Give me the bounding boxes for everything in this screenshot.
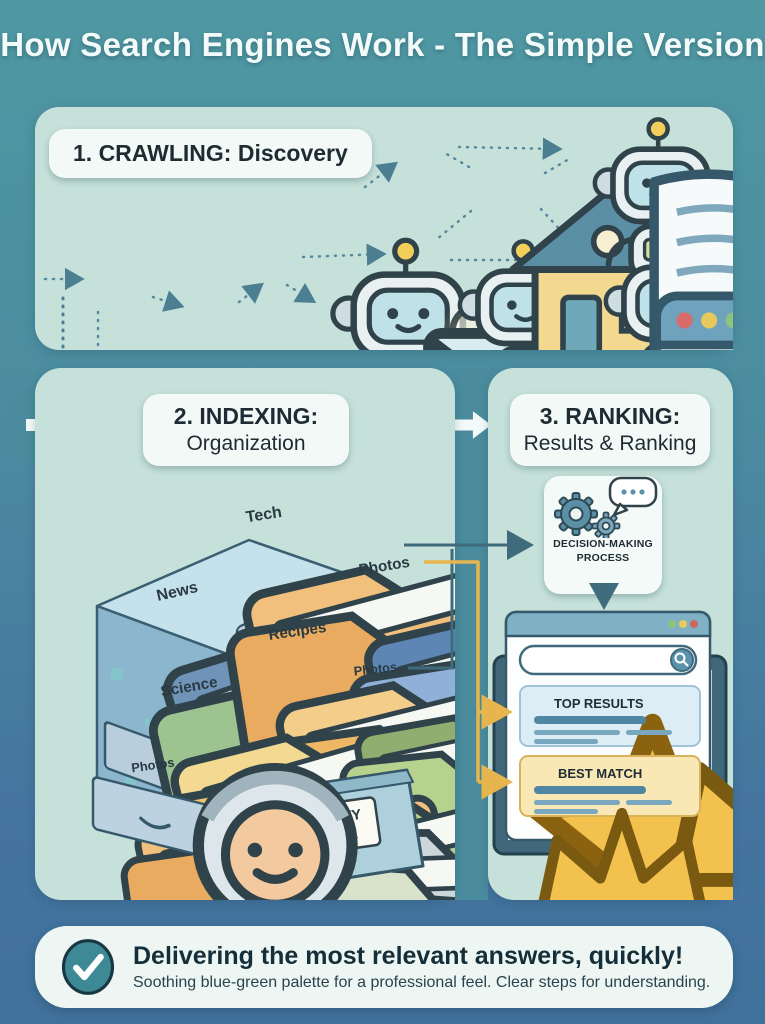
results-monitor: TOP RESULTS BEST MATCH [492, 610, 733, 900]
small-gear-icon [591, 511, 621, 538]
search-button-icon[interactable] [670, 648, 694, 672]
decision-label-line1: DECISION-MAKING [553, 538, 653, 550]
indexing-header-line2: Organization [186, 431, 306, 455]
window-dot-yellow [679, 620, 687, 628]
indexing-panel: QUALITY CHECK News Tech Photos Recipes S… [35, 368, 455, 900]
webpage-icon [655, 294, 733, 350]
top-results-card: TOP RESULTS [519, 685, 733, 900]
browser-window: TOP RESULTS BEST MATCH [504, 610, 733, 900]
search-bar[interactable] [518, 644, 698, 676]
indexing-illustration: QUALITY CHECK News Tech Photos Recipes S… [91, 504, 455, 900]
indexing-header-line1: 2. INDEXING: [173, 403, 319, 429]
check-icon [61, 939, 115, 995]
folder-label-photos: Photos [130, 754, 175, 775]
decision-box: DECISION-MAKING PROCESS [544, 476, 662, 594]
decision-label-line2: PROCESS [576, 551, 630, 564]
folder-label-tech: Tech [245, 504, 283, 526]
folder-label-photos: Photos [353, 659, 398, 678]
crawling-panel: 1. CRAWLING: Discovery [35, 107, 733, 350]
ranking-header-line2: Results & Ranking [523, 431, 697, 455]
gears-icon [554, 492, 598, 536]
arrow-right-icon [452, 411, 492, 439]
footer-title: Delivering the most relevant answers, qu… [133, 941, 684, 970]
window-dot-red [690, 620, 698, 628]
folder-label-photos: Photos [358, 554, 411, 579]
best-match-card: BEST MATCH [519, 755, 704, 900]
footer-banner: Delivering the most relevant answers, qu… [35, 926, 733, 1008]
crawling-header-label: 1. CRAWLING: Discovery [73, 140, 348, 166]
best-match-label: BEST MATCH [558, 766, 642, 781]
footer-subtitle: Soothing blue-green palette for a profes… [133, 974, 711, 992]
ranking-header: 3. RANKING: Results & Ranking [510, 394, 710, 466]
page-title: How Search Engines Work - The Simple Ver… [0, 26, 765, 63]
window-dot-green [668, 620, 676, 628]
crawling-header: 1. CRAWLING: Discovery [49, 129, 372, 178]
top-results-label: TOP RESULTS [554, 696, 644, 711]
ranking-header-line1: 3. RANKING: [539, 403, 681, 429]
crawling-illustration [43, 117, 733, 350]
ranking-panel: TOP RESULTS BEST MATCH [488, 368, 733, 900]
decision-icon [554, 476, 658, 538]
indexing-header: 2. INDEXING: Organization [143, 394, 349, 466]
speech-bubble-icon [608, 476, 658, 517]
